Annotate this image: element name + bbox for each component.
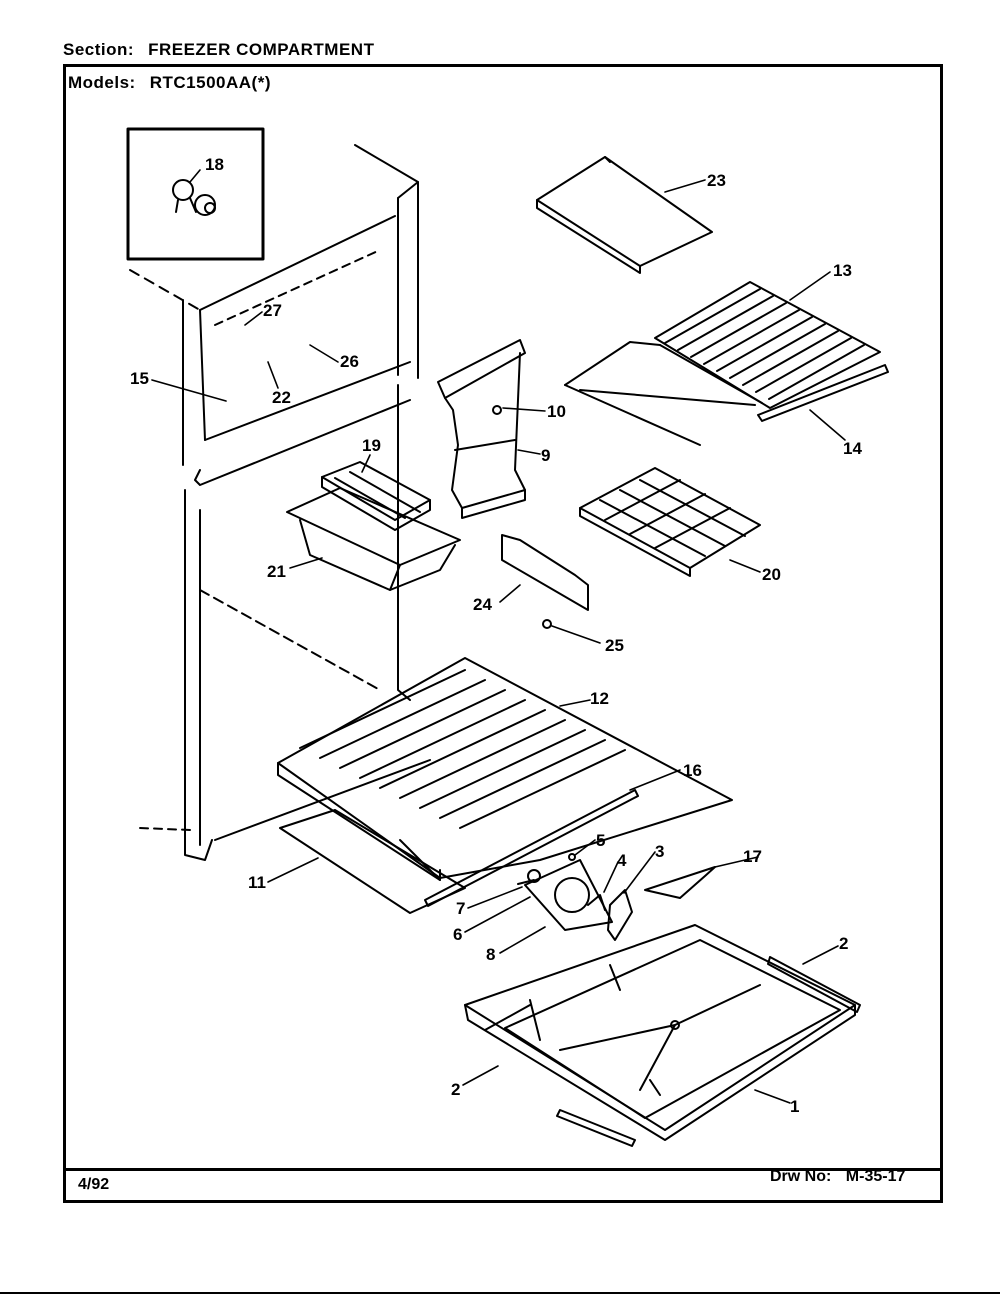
part-6-part [517,879,535,885]
cabinet-liner [129,144,431,861]
callout-6: 6 [453,925,462,944]
part-21-ice-bin [286,487,461,591]
part-17-cone [644,866,716,899]
part-16-strip [424,789,639,907]
callout-8: 8 [486,945,495,964]
models-line: Models: RTC1500AA(*) [68,73,271,93]
callout-10: 10 [547,402,566,421]
callout-16: 16 [683,761,702,780]
footer-divider [63,1168,943,1171]
part-12-main-shelf [277,657,733,881]
section-title: FREEZER COMPARTMENT [148,40,375,59]
callout-23: 23 [707,171,726,190]
callout-5: 5 [596,831,605,850]
part-24-plate [501,534,589,611]
part-11-cover [279,809,466,914]
callout-3: 3 [655,842,664,861]
callout-1: 1 [790,1097,799,1116]
callout-24: 24 [473,595,492,614]
section-label: Section: [63,40,135,59]
callout-13: 13 [833,261,852,280]
models-value: RTC1500AA(*) [149,73,271,92]
callout-labels: 18 27 26 22 15 19 21 23 13 10 9 14 20 24… [130,155,862,1116]
callout-27: 27 [263,301,282,320]
part-14-rail [757,364,889,422]
part-8-fan-bracket [524,859,613,931]
callout-2-right: 2 [839,934,848,953]
callout-19: 19 [362,436,381,455]
part-5-part [568,853,576,861]
part-7-part [527,869,541,883]
callout-15: 15 [130,369,149,388]
callout-17: 17 [743,847,762,866]
callout-26: 26 [340,352,359,371]
part-23-shelf [536,156,713,274]
part-25-screw [542,619,552,629]
part-20-grid-shelf [579,467,761,577]
callout-18: 18 [205,155,224,174]
models-label: Models: [68,73,136,92]
part-2-left-rail [484,1004,636,1147]
callout-21: 21 [267,562,286,581]
callout-2-left: 2 [451,1080,460,1099]
callout-22: 22 [272,388,291,407]
callout-12: 12 [590,689,609,708]
bottom-rule [0,1292,1000,1294]
part-2-right-rail [767,956,861,1013]
part-9-duct [437,339,526,519]
inset-part-18 [126,127,265,261]
diagram-frame [63,64,943,1203]
part-13-wire-shelf [564,281,881,446]
part-3-part [607,889,633,941]
callout-4: 4 [617,851,627,870]
callout-9: 9 [541,446,550,465]
drawing-number: M-35-17 [845,1168,906,1185]
callout-14: 14 [843,439,862,458]
part-4-part [587,894,606,911]
callout-11: 11 [248,873,266,892]
callout-7: 7 [456,899,465,918]
leader-lines [151,169,846,1104]
footer-date: 4/92 [78,1176,110,1193]
footer-drawing: Drw No: M-35-17 [770,1168,905,1186]
callout-25: 25 [605,636,624,655]
section-line: Section: FREEZER COMPARTMENT [63,40,374,60]
callout-20: 20 [762,565,781,584]
drawing-label: Drw No: [770,1168,832,1185]
